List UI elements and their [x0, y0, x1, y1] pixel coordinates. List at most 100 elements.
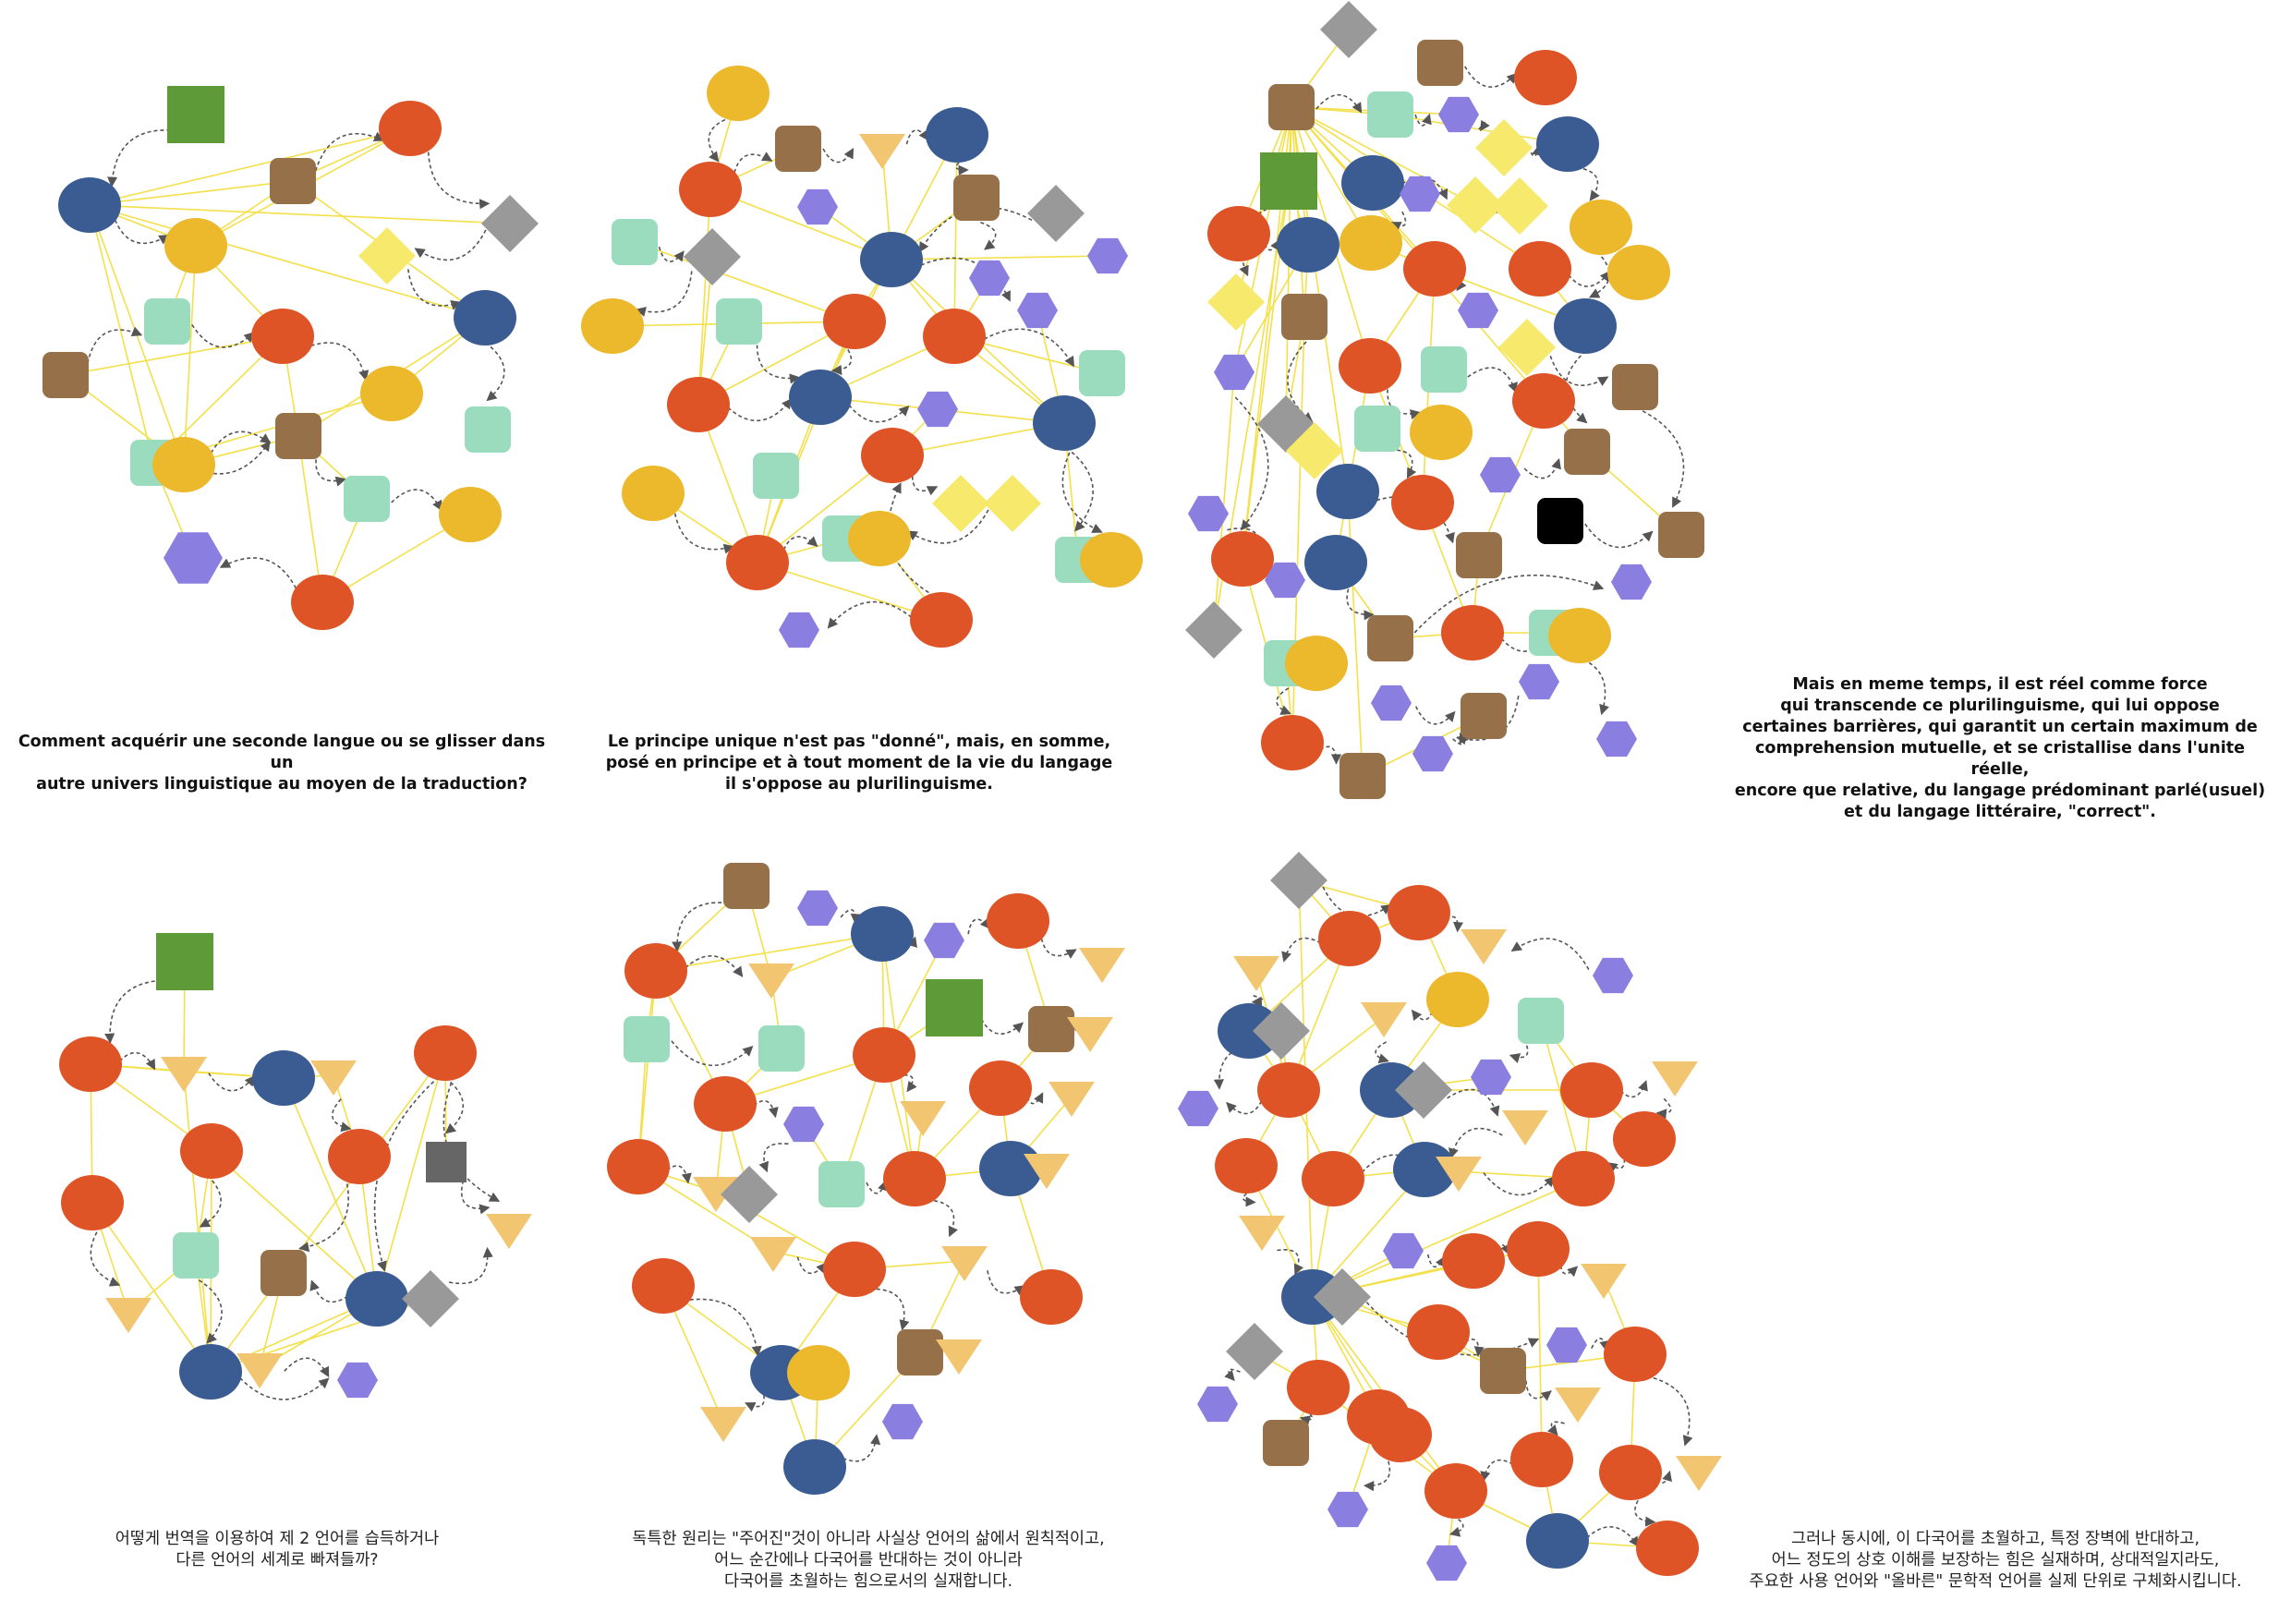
red-circle-node	[1287, 1360, 1350, 1415]
purple-hexagon-node	[1214, 354, 1255, 391]
directed-arrow	[115, 1051, 156, 1071]
purple-hexagon-node	[1546, 1327, 1587, 1363]
red-circle-node	[1369, 1407, 1432, 1462]
blue-circle-node	[1536, 116, 1599, 172]
yellow-circle-node	[439, 487, 502, 542]
red-circle-node	[328, 1129, 391, 1184]
graph-6	[1178, 852, 1722, 1582]
directed-arrow	[722, 398, 793, 422]
red-circle-node	[1302, 1151, 1364, 1206]
directed-arrow	[87, 326, 143, 364]
directed-arrow	[1615, 1080, 1648, 1098]
orange_tri-triangle-node	[1652, 1061, 1698, 1097]
directed-arrow	[1287, 341, 1314, 423]
orange_tri-triangle-node	[693, 1177, 739, 1212]
blue-circle-node	[1218, 1003, 1280, 1059]
gray-diamond-node	[1027, 185, 1085, 242]
directed-arrow	[869, 1288, 910, 1331]
blue-circle-node	[1360, 1062, 1423, 1118]
orange_tri-triangle-node	[748, 963, 794, 999]
orange_tri-triangle-node	[1079, 948, 1125, 983]
purple-hexagon-node	[1197, 1386, 1238, 1423]
green-square-node	[156, 933, 213, 990]
purple-hexagon-node	[1596, 721, 1637, 757]
graph-edge	[757, 321, 855, 564]
directed-arrow	[104, 979, 168, 1044]
directed-arrow	[977, 1012, 1024, 1035]
orange_tri-triangle-node	[236, 1353, 283, 1388]
directed-arrow	[661, 1165, 692, 1184]
blue-circle-node	[1277, 217, 1339, 273]
gray-diamond-node	[1314, 1268, 1371, 1326]
yellow-circle-node	[360, 366, 423, 421]
directed-arrow	[680, 955, 744, 977]
graph-edge	[210, 1052, 446, 1373]
directed-arrow	[314, 131, 385, 172]
directed-arrow	[822, 148, 855, 164]
red-circle-node	[910, 592, 973, 648]
blue-circle-node	[860, 232, 923, 287]
lemon-diamond-node	[932, 475, 989, 532]
mint-rounded-square-node	[1367, 91, 1413, 138]
red-circle-node	[861, 428, 924, 483]
directed-arrow	[1584, 523, 1654, 549]
purple-hexagon-node	[1519, 663, 1559, 700]
red-circle-node	[853, 1027, 915, 1083]
node-layer	[607, 863, 1125, 1495]
lemon-diamond-node	[1286, 422, 1343, 479]
purple-hexagon-node	[783, 1106, 824, 1143]
arrow-layer	[90, 979, 501, 1400]
brown-rounded-square-node	[897, 1329, 943, 1376]
directed-arrow	[1447, 1088, 1500, 1117]
blue-circle-node	[851, 906, 914, 962]
purple-hexagon-node	[797, 188, 838, 225]
directed-arrow	[107, 129, 177, 188]
directed-arrow	[442, 1076, 501, 1203]
brown-rounded-square-node	[275, 413, 321, 459]
directed-arrow	[1363, 1454, 1391, 1492]
brown-rounded-square-node	[1028, 1006, 1074, 1052]
purple-hexagon-node	[1265, 562, 1305, 599]
orange_tri-triangle-node	[700, 1407, 746, 1442]
graph-edge	[757, 562, 942, 621]
purple-hexagon-node	[1371, 685, 1412, 721]
yellow-circle-node	[164, 218, 227, 273]
red-circle-node	[59, 1036, 122, 1092]
red-circle-node	[823, 294, 886, 349]
graph-edge	[283, 1077, 378, 1300]
brown-rounded-square-node	[953, 175, 1000, 221]
yellow-circle-node	[152, 437, 215, 492]
red-circle-node	[632, 1258, 695, 1314]
red-circle-node	[1514, 50, 1577, 105]
directed-arrow	[219, 557, 300, 595]
graph-edge	[655, 933, 883, 972]
orange_tri-triangle-node	[161, 1057, 207, 1092]
orange_tri-triangle-node	[1581, 1264, 1627, 1299]
directed-arrow	[1452, 732, 1469, 745]
purple-hexagon-node	[797, 890, 838, 927]
black-rounded-square-node	[1537, 498, 1583, 544]
blue-circle-node	[58, 177, 121, 233]
mint-rounded-square-node	[612, 219, 658, 265]
caption-french-1: Comment acquérir une seconde langue ou s…	[18, 733, 546, 794]
orange_tri-triangle-node	[1502, 1110, 1548, 1145]
red-circle-node	[1636, 1521, 1699, 1576]
graph-edge	[65, 335, 284, 376]
directed-arrow	[332, 1098, 352, 1133]
brown-rounded-square-node	[1658, 512, 1704, 558]
directed-arrow	[298, 1177, 349, 1253]
caption-korean-2: 독특한 원리는 "주어진"것이 아니라 사실상 언어의 삶에서 원칙적이고, 어…	[632, 1530, 1105, 1591]
graph-edge	[1213, 371, 1235, 631]
red-circle-node	[414, 1025, 477, 1081]
red-circle-node	[1207, 206, 1270, 261]
directed-arrow	[198, 1279, 223, 1344]
brown-rounded-square-node	[1367, 615, 1413, 661]
directed-arrow	[1523, 458, 1561, 479]
directed-arrow	[1464, 66, 1518, 88]
directed-arrow	[1414, 706, 1456, 725]
mint-rounded-square-node	[173, 1232, 219, 1279]
brown-rounded-square-node	[42, 352, 89, 398]
blue-circle-node	[1554, 298, 1617, 354]
brown-rounded-square-node	[723, 863, 770, 909]
graph-edge	[89, 127, 411, 206]
